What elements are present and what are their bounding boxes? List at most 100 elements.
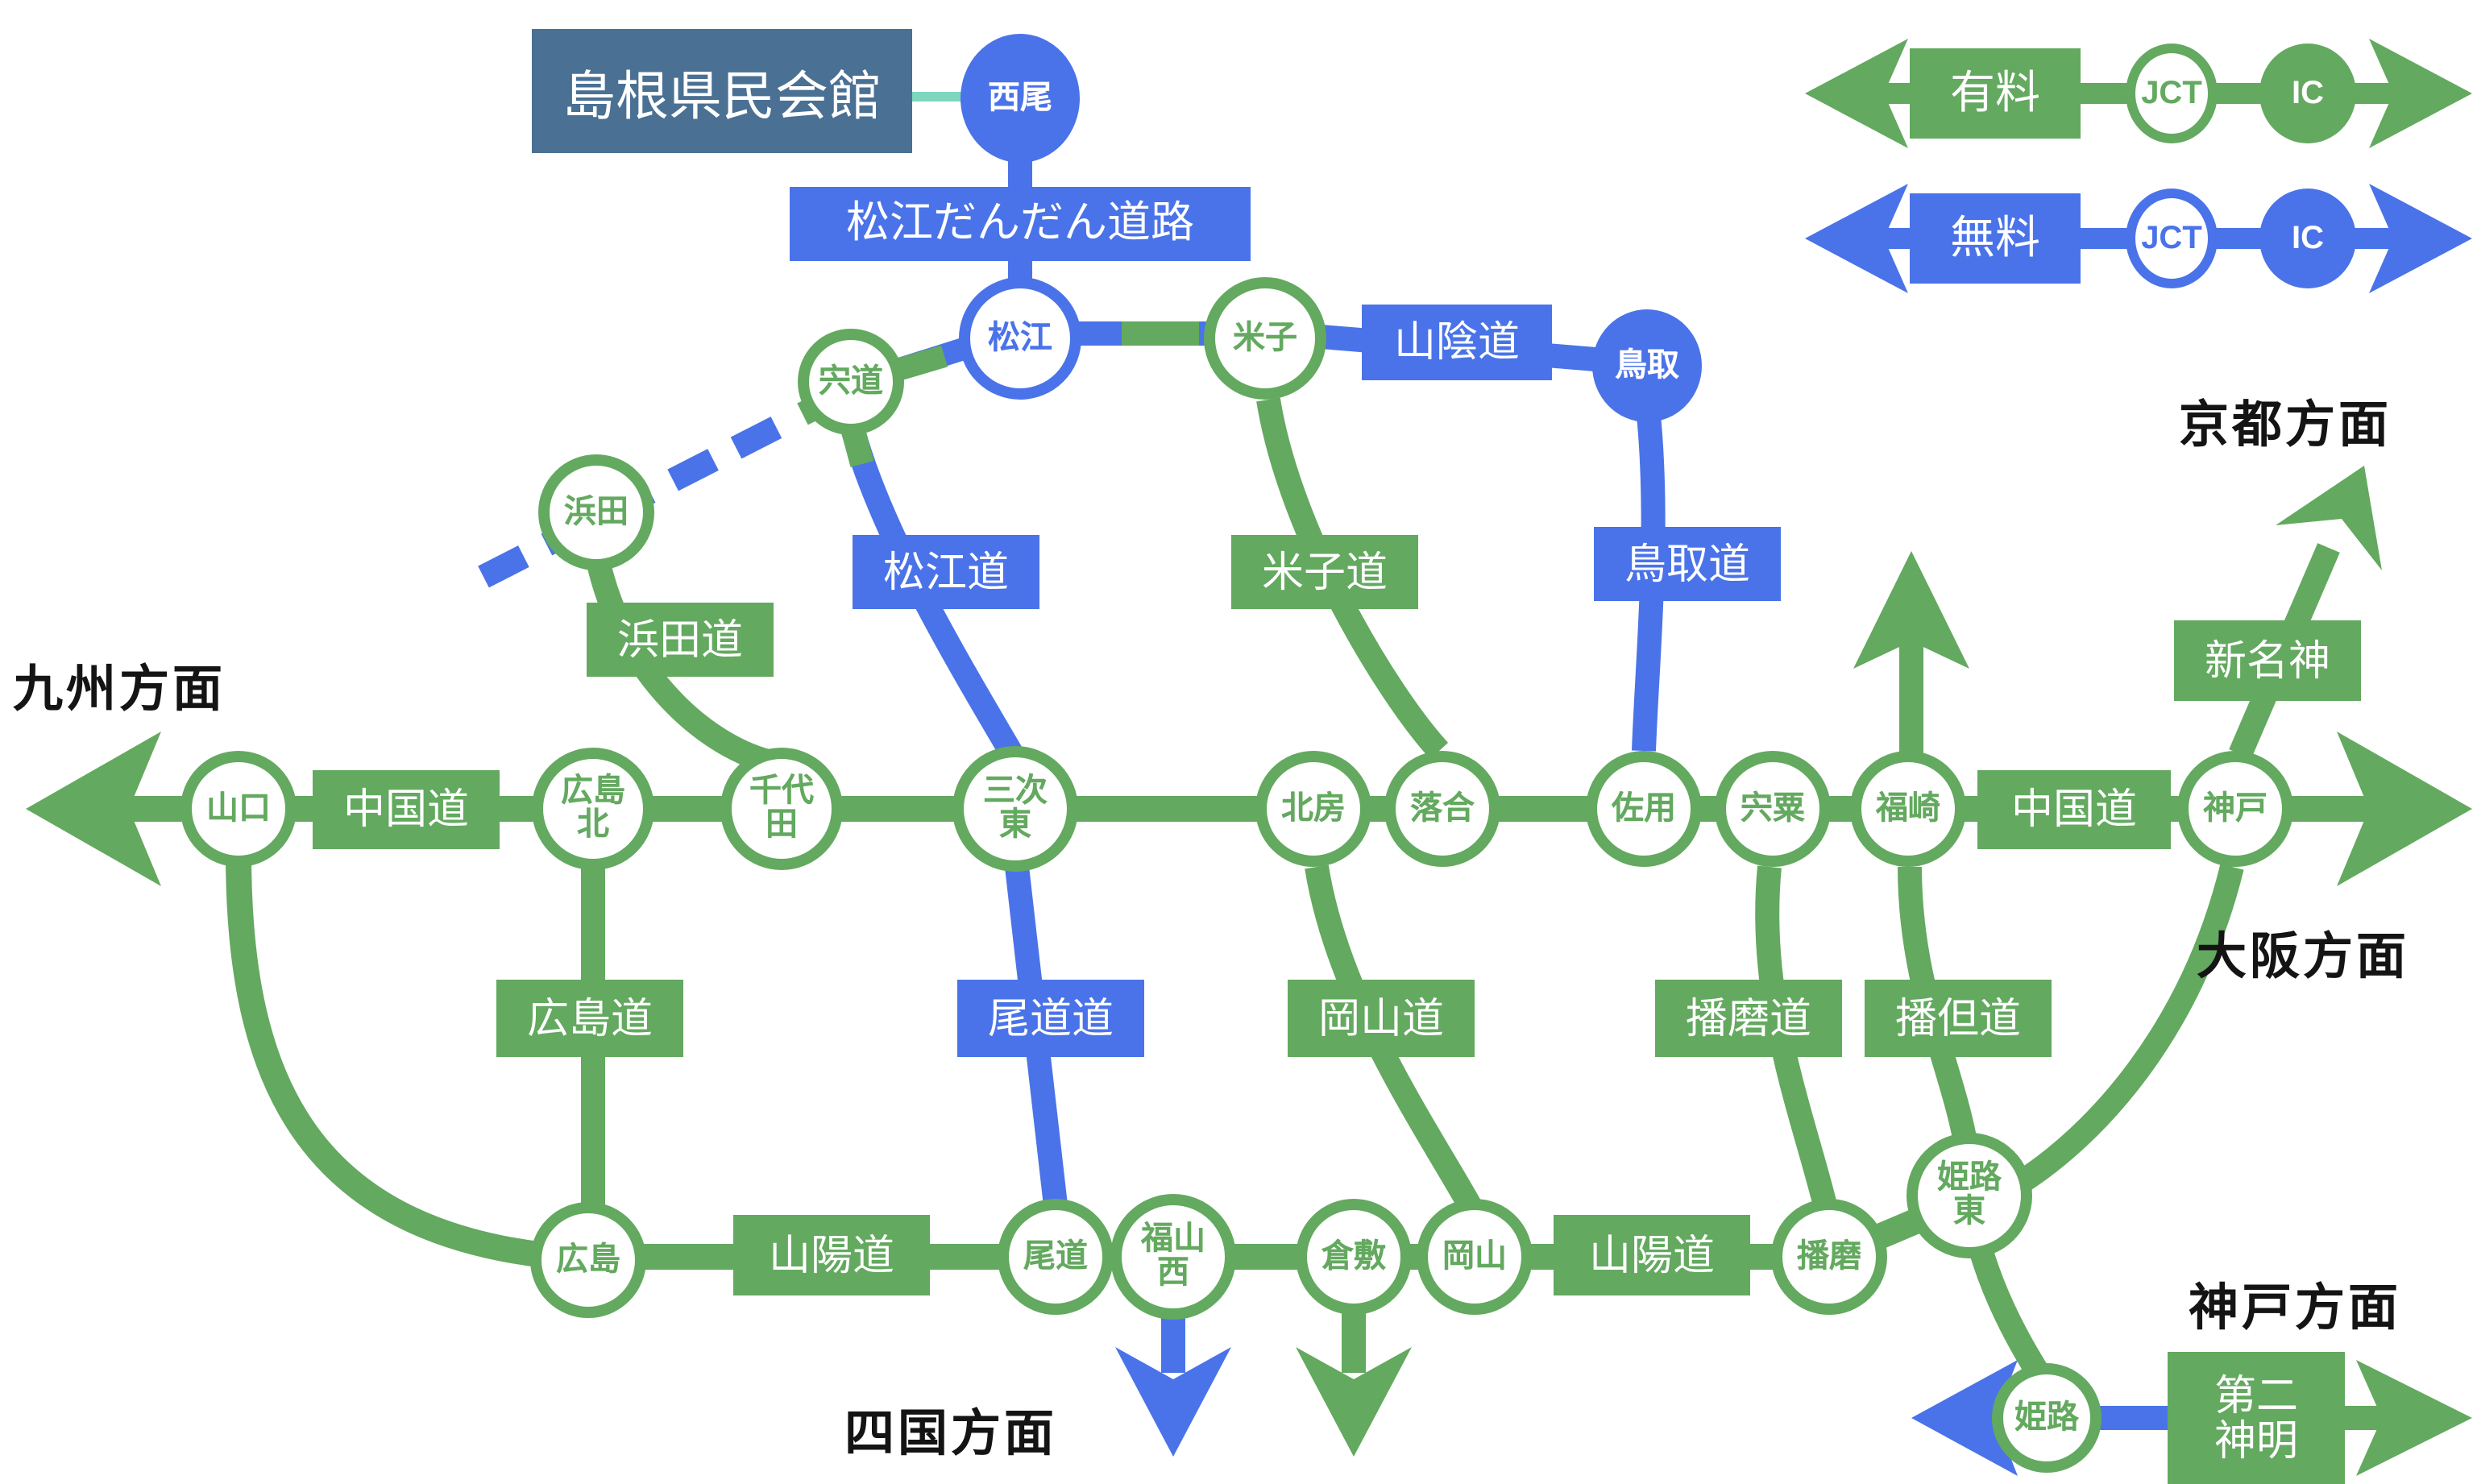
jct-hiroshima: 広島 [530, 1202, 646, 1318]
jct-chiyoda-label: 千代田 [749, 773, 814, 843]
legend-ic-free-label: IC [2292, 220, 2324, 255]
legend-jct-toll-label: JCT [2141, 75, 2202, 110]
jct-himejihigashi: 姫路東 [1907, 1133, 2032, 1258]
ic-nishio: 西尾 [961, 34, 1080, 163]
jct-kurashiki: 倉敷 [1296, 1199, 1412, 1315]
jct-ochiai-label: 落合 [1410, 790, 1475, 826]
road-sanin: 山陰道 [1362, 305, 1552, 380]
road-chugoku-west: 中国道 [313, 770, 500, 849]
shikoku-toll-arrowhead [1296, 1347, 1412, 1457]
road-matsue-dandan: 松江だんだん道路 [790, 187, 1251, 261]
direction-kobe: 神戸方面 [2189, 1279, 2401, 1336]
legend-free-label: 無料 [1949, 212, 2040, 263]
road-harima-exp: 播磨道 [1655, 980, 1842, 1057]
road-chugoku-west-label: 中国道 [342, 785, 469, 834]
direction-kyoto: 京都方面 [2179, 396, 2392, 453]
jct-chiyoda: 千代田 [720, 748, 843, 870]
road-okayama-exp: 岡山道 [1288, 980, 1475, 1057]
jct-onomichi: 尾道 [998, 1199, 1114, 1315]
fukusaki-north-arrowhead [1853, 551, 1969, 669]
ic-himeji-label: 姫路 [2014, 1399, 2079, 1435]
road-sanyo-west-label: 山陽道 [768, 1230, 894, 1279]
road-onomichi-exp: 尾道道 [957, 980, 1144, 1057]
ic-tottori-label: 鳥取 [1615, 347, 1679, 383]
ic-matsue-label: 松江 [988, 320, 1052, 355]
legend-jct-free-label: JCT [2141, 220, 2202, 255]
road-sanin-label: 山陰道 [1393, 317, 1520, 367]
road-tottori-exp: 鳥取道 [1594, 527, 1781, 601]
jct-shiso: 宍粟 [1715, 751, 1831, 867]
road-shinmeishin-label: 新名神 [2204, 636, 2330, 685]
jct-hiroshimakita: 広島北 [532, 748, 654, 870]
direction-shikoku: 四国方面 [844, 1405, 1057, 1461]
yamaguchi-hiroshima-line [226, 853, 582, 1271]
legend-free-arrowhead-right [2369, 184, 2472, 293]
jct-miyoshihigashi: 三次東 [952, 746, 1078, 872]
road-chugoku-east-label: 中国道 [2010, 785, 2137, 834]
ic-yamaguchi: 山口 [180, 751, 297, 867]
ic-himeji: 姫路 [1992, 1363, 2102, 1473]
direction-kyushu: 九州方面 [13, 661, 226, 717]
legend-jct-toll-circle: JCT [2126, 44, 2218, 143]
road-hiroshima-exp-label: 広島道 [526, 993, 653, 1043]
jct-kobe: 神戸 [2177, 751, 2293, 867]
road-sanyo-east: 山陽道 [1554, 1215, 1750, 1295]
road-shinmeishin: 新名神 [2174, 620, 2361, 701]
road-sanyo-west: 山陽道 [733, 1215, 930, 1295]
kobe-east-arrowhead [2356, 1360, 2472, 1476]
map-title: 島根県民会館 [532, 29, 912, 153]
ic-matsue: 松江 [959, 277, 1081, 400]
legend-free-arrowhead-left [1805, 184, 1908, 293]
ic-nishio-label: 西尾 [988, 80, 1052, 115]
road-hamada-exp-label: 浜田道 [616, 615, 743, 664]
kobe-himejihigashi-line [2011, 864, 2244, 1195]
legend-jct-free-circle: JCT [2126, 189, 2218, 288]
road-onomichi-exp-label: 尾道道 [987, 993, 1114, 1043]
road-hiroshima-exp: 広島道 [496, 980, 683, 1057]
road-okayama-exp-label: 岡山道 [1317, 993, 1444, 1043]
jct-fukuyamanishi: 福山西 [1110, 1194, 1236, 1320]
jct-okayama-label: 岡山 [1442, 1238, 1507, 1274]
road-matsue-dandan-label: 松江だんだん道路 [846, 198, 1194, 247]
jct-okayama: 岡山 [1417, 1199, 1533, 1315]
legend-free-box: 無料 [1910, 193, 2081, 284]
jct-himejihigashi-label: 姫路東 [1937, 1160, 2002, 1229]
road-dainishinmei-label: 第二神明 [2214, 1370, 2298, 1465]
osaka-arrowhead [2337, 732, 2472, 886]
jct-kobe-label: 神戸 [2203, 790, 2267, 826]
legend-toll-arrowhead-right [2369, 39, 2472, 148]
road-sanyo-east-label: 山陽道 [1588, 1230, 1715, 1279]
jct-onomichi-label: 尾道 [1023, 1238, 1088, 1274]
direction-osaka: 大阪方面 [2197, 928, 2409, 984]
legend-toll-label: 有料 [1949, 67, 2040, 118]
jct-hiroshimakita-label: 広島北 [561, 773, 625, 843]
jct-harima-label: 播磨 [1797, 1238, 1861, 1274]
jct-hiroshima-label: 広島 [556, 1242, 620, 1277]
road-harima-exp-label: 播磨道 [1685, 993, 1811, 1043]
jct-shiso-label: 宍粟 [1741, 790, 1805, 826]
ic-hamada: 浜田 [538, 454, 654, 570]
road-matsue-exp-label: 松江道 [882, 547, 1009, 596]
road-matsue-exp: 松江道 [853, 535, 1039, 609]
jct-fukusaki: 福崎 [1850, 751, 1966, 867]
road-bantan-exp-label: 播但道 [1894, 993, 2021, 1043]
ic-hamada-label: 浜田 [564, 494, 629, 529]
legend-ic-free-circle: IC [2259, 189, 2356, 288]
road-tottori-exp-label: 鳥取道 [1624, 539, 1750, 588]
jct-harima: 播磨 [1771, 1199, 1887, 1315]
jct-ochiai: 落合 [1384, 751, 1500, 867]
road-dainishinmei: 第二神明 [2168, 1352, 2345, 1484]
legend-ic-toll-label: IC [2292, 75, 2324, 110]
jct-hokubo-label: 北房 [1281, 790, 1346, 826]
legend-toll-box: 有料 [1910, 48, 2081, 139]
jct-fukusaki-label: 福崎 [1876, 790, 1940, 826]
jct-sayo-label: 佐用 [1612, 790, 1676, 826]
road-bantan-exp: 播但道 [1865, 980, 2052, 1057]
shikoku-free-arrowhead [1115, 1347, 1231, 1457]
ic-yamaguchi-label: 山口 [206, 790, 271, 826]
ic-shinji-label: 宍道 [819, 363, 883, 399]
legend-ic-toll-circle: IC [2259, 44, 2356, 143]
kyoto-arrowhead [2276, 466, 2382, 570]
legend-toll-arrowhead-left [1805, 39, 1908, 148]
